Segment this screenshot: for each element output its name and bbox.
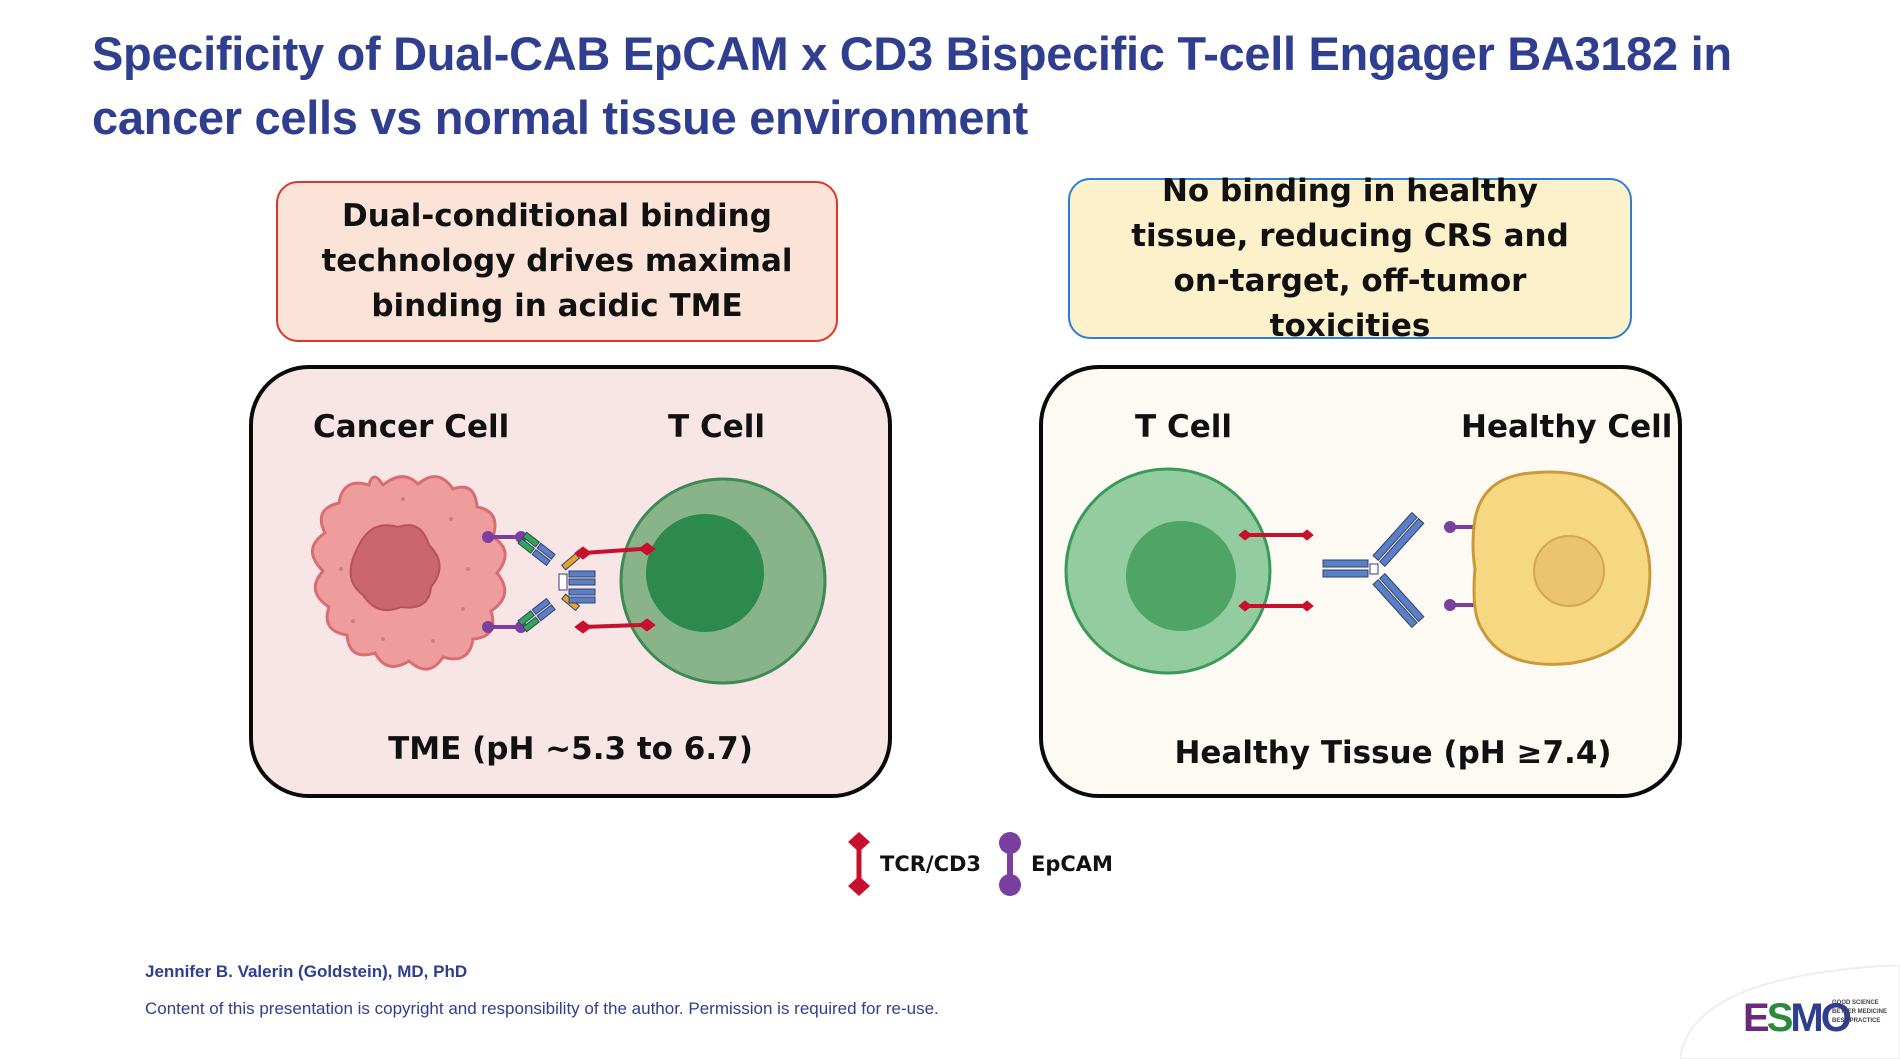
logo-letter: M [1790, 996, 1823, 1040]
healthy-cell-label: Healthy Cell [1461, 409, 1673, 445]
tme-illustration [311, 475, 827, 685]
t-cell-icon [1064, 467, 1272, 675]
author-name: Jennifer B. Valerin (Goldstein), MD, PhD [145, 962, 468, 981]
logo-tagline-line: GOOD SCIENCE [1832, 1000, 1879, 1006]
t-cell-icon [619, 477, 827, 685]
copyright-notice: Content of this presentation is copyrigh… [145, 999, 939, 1018]
t-cell-label: T Cell [1135, 409, 1232, 445]
healthy-tissue-panel: T Cell Healthy Cell Healthy Tissue (pH ≥… [1039, 365, 1682, 798]
cancer-cell-label: Cancer Cell [313, 409, 510, 445]
bispecific-antibody-icon [517, 531, 596, 633]
legend-label: TCR/CD3 [880, 852, 982, 876]
slide-title: Specificity of Dual-CAB EpCAM x CD3 Bisp… [92, 27, 1732, 144]
bispecific-antibody-icon [1322, 511, 1425, 629]
cancer-cell-icon [311, 475, 507, 671]
healthy-ph-label: Healthy Tissue (pH ≥7.4) [1174, 735, 1612, 771]
logo-tagline-line: BEST PRACTICE [1832, 1018, 1881, 1024]
tme-panel: Cancer Cell T Cell TME (pH ~5.3 to 6.7) [249, 365, 892, 798]
tcr-cd3-receptor-icon [1238, 529, 1314, 612]
logo-wordmark: ESMO [1743, 996, 1852, 1041]
t-cell-label: T Cell [668, 409, 765, 445]
logo-letter: E [1743, 996, 1770, 1040]
healthy-tissue-illustration [1064, 467, 1652, 675]
healthy-cell-icon [1471, 470, 1652, 666]
legend-epcam: EpCAM [997, 832, 1113, 896]
legend-tcr-cd3: TCR/CD3 [846, 832, 981, 896]
legend-label: EpCAM [1031, 852, 1113, 876]
esmo-logo: ESMO GOOD SCIENCE BETTER MEDICINE BEST P… [1680, 965, 1900, 1059]
right-callout: No binding in healthy tissue, reducing C… [1068, 173, 1632, 344]
tme-ph-label: TME (pH ~5.3 to 6.7) [388, 731, 753, 767]
logo-tagline: GOOD SCIENCE BETTER MEDICINE BEST PRACTI… [1832, 999, 1887, 1026]
tcr-cd3-receptor-icon [848, 832, 870, 896]
logo-swoosh-icon [1680, 965, 1900, 1059]
logo-letter: O [1820, 996, 1852, 1040]
logo-letter: S [1766, 996, 1794, 1040]
left-callout: Dual-conditional binding technology driv… [276, 181, 838, 342]
logo-tagline-line: BETTER MEDICINE [1832, 1009, 1888, 1015]
epcam-receptor-icon [999, 832, 1021, 896]
tcr-cd3-receptor-icon [574, 542, 656, 634]
